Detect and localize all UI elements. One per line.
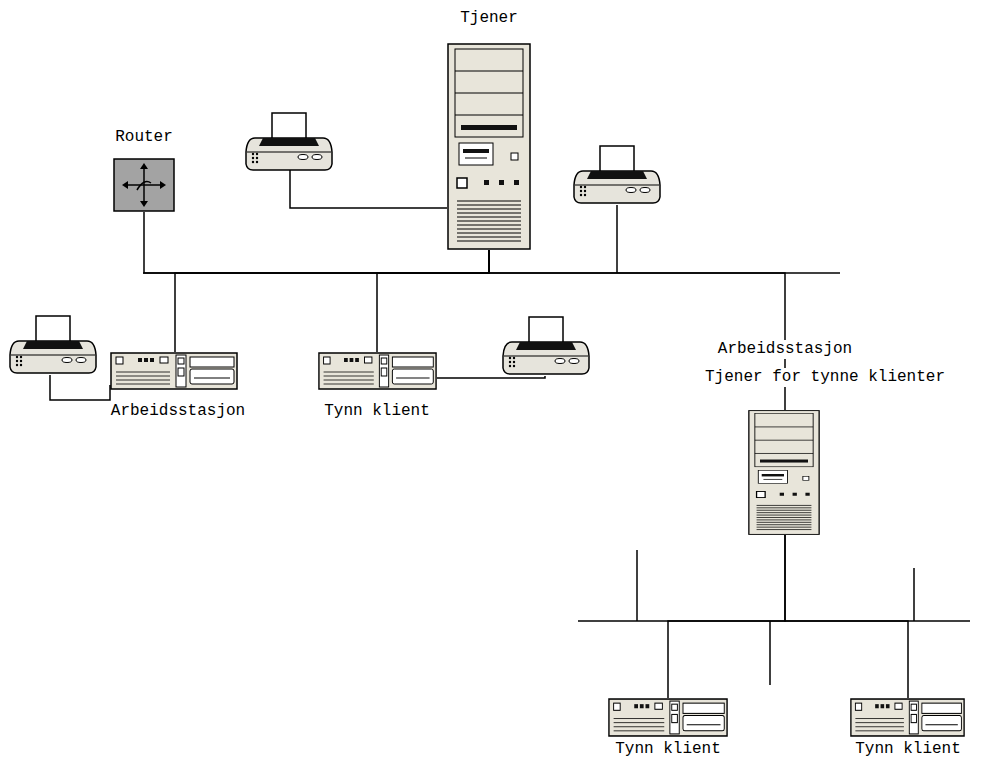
network-cable [785, 535, 908, 698]
computer-icon [748, 410, 820, 535]
node-label: Tjener [458, 9, 520, 28]
node-label: Tjener for tynne klienter [703, 368, 947, 387]
thin-client-pc: Tynn klient [608, 698, 728, 737]
network-cable [377, 250, 489, 352]
node-label: Router [113, 128, 175, 147]
node-label: Arbeidsstasjon [109, 402, 247, 421]
network-cable [175, 250, 489, 352]
computer-icon [447, 43, 531, 250]
computer-icon [608, 698, 728, 737]
node-label: Tynn klient [322, 402, 432, 421]
router-icon: Router [113, 158, 175, 212]
node-label: Tynn klient [613, 740, 723, 759]
node-label: Arbeidsstasjon [716, 340, 854, 359]
computer-icon [110, 352, 238, 390]
node-label: Tynn klient [853, 740, 963, 759]
computer-icon [850, 698, 965, 737]
thin-client-server: ArbeidsstasjonTjener for tynne klienter [748, 410, 820, 535]
server-tower: Tjener [447, 43, 531, 250]
thin-client-pc: Tynn klient [850, 698, 965, 737]
network-cable [668, 535, 785, 698]
workstation-pc: Arbeidsstasjon [110, 352, 238, 390]
network-cable [144, 212, 489, 273]
computer-icon [113, 158, 175, 212]
computer-icon [318, 352, 437, 390]
thin-client-pc: Tynn klient [318, 352, 437, 390]
